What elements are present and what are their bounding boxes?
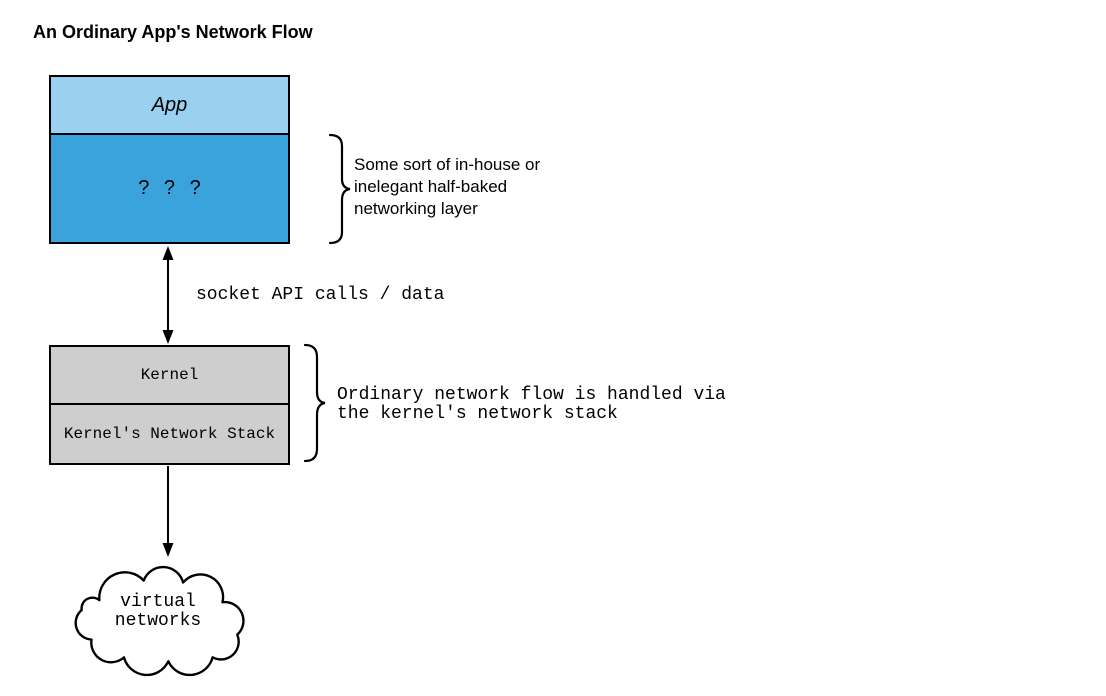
app-box: App ? ? ? <box>49 75 290 244</box>
curly-brace-icon <box>303 343 326 463</box>
kernel-flow-annotation: Ordinary network flow is handled via the… <box>337 386 726 424</box>
kernel-layer: Kernel <box>51 347 288 405</box>
cloud-label: virtual networks <box>115 593 201 631</box>
cloud-label-line: virtual <box>120 592 196 612</box>
unknown-networking-layer: ? ? ? <box>51 135 288 242</box>
kernel-label: Kernel <box>140 366 199 384</box>
annotation-line: Some sort of in-house or <box>354 155 541 174</box>
bidirectional-arrow-icon <box>162 246 174 344</box>
down-arrow-icon <box>162 466 174 557</box>
question-marks-label: ? ? ? <box>138 177 201 199</box>
kernel-network-stack-label: Kernel's Network Stack <box>63 425 276 443</box>
annotation-line: the kernel's network stack <box>337 404 618 424</box>
socket-api-label: socket API calls / data <box>196 285 445 305</box>
cloud-label-line: networks <box>114 611 202 631</box>
curly-brace-icon <box>328 133 351 245</box>
networking-layer-annotation: Some sort of in-house or inelegant half-… <box>354 154 540 220</box>
annotation-line: networking layer <box>354 199 478 218</box>
kernel-box: Kernel Kernel's Network Stack <box>49 345 290 465</box>
kernel-network-stack-layer: Kernel's Network Stack <box>51 405 288 463</box>
app-layer: App <box>51 77 288 135</box>
app-label: App <box>151 93 188 116</box>
diagram-title: An Ordinary App's Network Flow <box>33 22 313 42</box>
virtual-networks-cloud-icon <box>74 565 245 677</box>
annotation-line: Ordinary network flow is handled via <box>337 385 726 405</box>
annotation-line: inelegant half-baked <box>354 177 508 196</box>
